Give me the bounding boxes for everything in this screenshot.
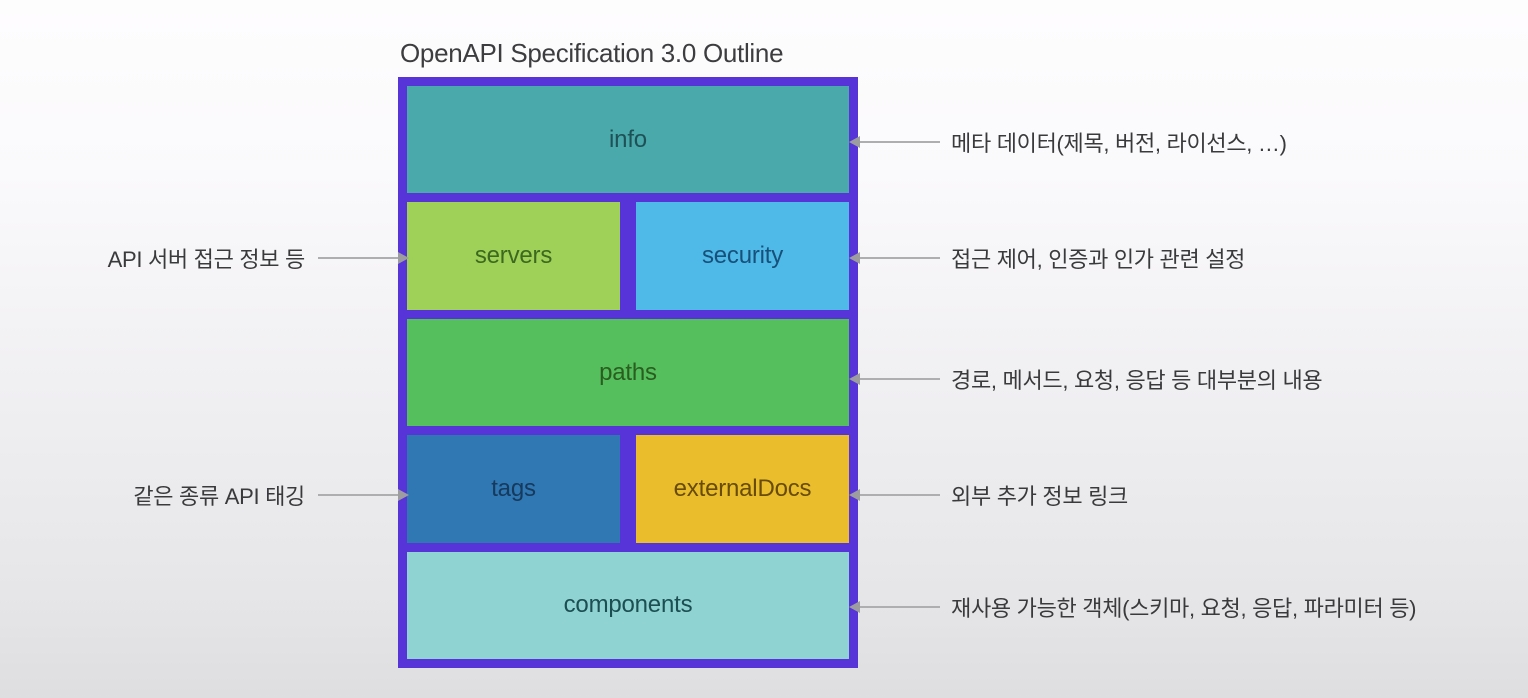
spec-outline-box: info servers security paths tags externa…	[398, 77, 858, 668]
annotation-servers: API 서버 접근 정보 등	[108, 242, 398, 274]
arrow-left-icon	[860, 257, 940, 259]
block-info: info	[407, 86, 849, 194]
block-paths: paths	[407, 318, 849, 427]
annotation-externaldocs-text: 외부 추가 정보 링크	[951, 484, 1128, 509]
annotation-security: 접근 제어, 인증과 인가 관련 설정	[860, 242, 1245, 274]
annotation-servers-text: API 서버 접근 정보 등	[107, 247, 306, 272]
block-security-label: security	[701, 242, 784, 270]
annotation-info: 메타 데이터(제목, 버전, 라이선스, …)	[860, 126, 1287, 158]
annotation-components-text: 재사용 가능한 객체(스키마, 요청, 응답, 파라미터 등)	[951, 596, 1417, 621]
annotation-paths-text: 경로, 메서드, 요청, 응답 등 대부분의 내용	[951, 368, 1323, 393]
block-servers-label: servers	[474, 242, 553, 270]
block-externaldocs-label: externalDocs	[673, 474, 812, 502]
block-info-label: info	[609, 125, 647, 153]
arrow-right-icon	[318, 257, 398, 259]
annotation-externaldocs: 외부 추가 정보 링크	[860, 479, 1128, 511]
block-tags: tags	[407, 435, 620, 543]
block-components: components	[407, 551, 849, 660]
annotation-tags: 같은 종류 API 태깅	[133, 479, 398, 511]
spec-row-4: tags externalDocs	[407, 435, 849, 543]
spec-row-1: info	[407, 86, 849, 194]
arrow-right-icon	[318, 494, 398, 496]
block-paths-label: paths	[599, 358, 657, 386]
diagram-title: OpenAPI Specification 3.0 Outline	[400, 38, 784, 68]
spec-row-5: components	[407, 551, 849, 660]
arrow-left-icon	[860, 141, 940, 143]
arrow-left-icon	[860, 494, 940, 496]
annotation-info-text: 메타 데이터(제목, 버전, 라이선스, …)	[951, 131, 1287, 156]
spec-row-2: servers security	[407, 202, 849, 310]
arrow-left-icon	[860, 606, 940, 608]
arrow-left-icon	[860, 378, 940, 380]
annotation-paths: 경로, 메서드, 요청, 응답 등 대부분의 내용	[860, 363, 1323, 395]
block-tags-label: tags	[491, 474, 536, 502]
spec-row-3: paths	[407, 318, 849, 427]
annotation-tags-text: 같은 종류 API 태깅	[133, 484, 305, 509]
block-security: security	[636, 202, 849, 310]
block-components-label: components	[563, 591, 693, 619]
annotation-components: 재사용 가능한 객체(스키마, 요청, 응답, 파라미터 등)	[860, 591, 1416, 623]
annotation-security-text: 접근 제어, 인증과 인가 관련 설정	[951, 247, 1246, 272]
block-servers: servers	[407, 202, 620, 310]
block-externaldocs: externalDocs	[636, 435, 849, 543]
